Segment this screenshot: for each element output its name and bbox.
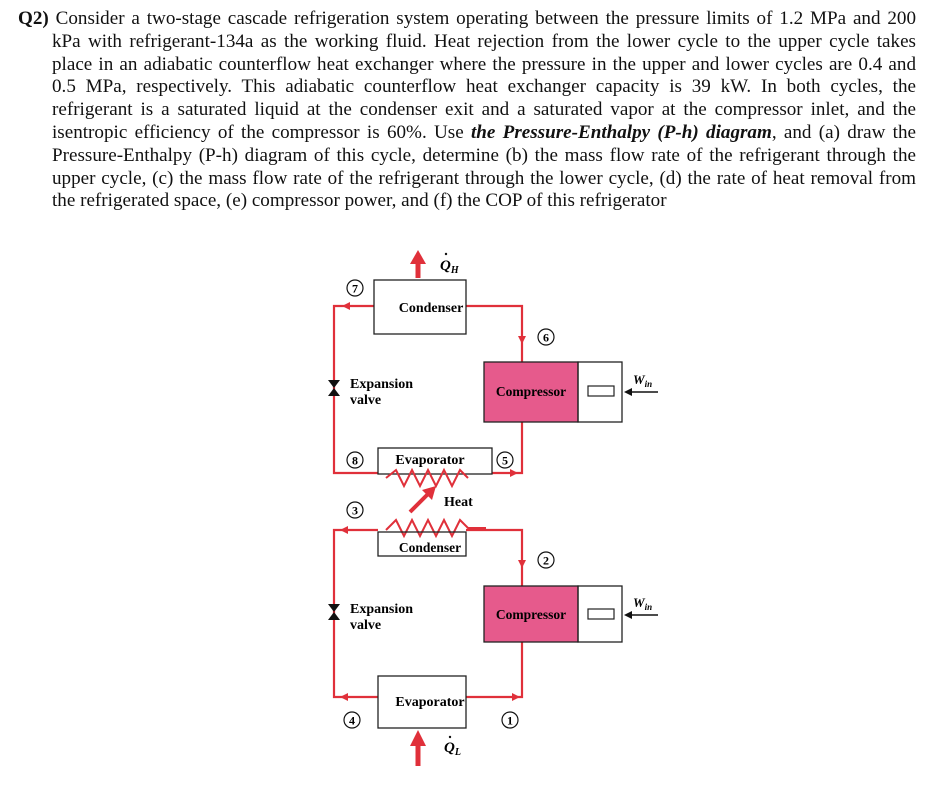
heat-arrow: [408, 486, 436, 514]
hx-upper-coil: [385, 467, 469, 489]
qh-dot: [444, 252, 448, 256]
svg-text:8: 8: [352, 454, 358, 468]
svg-text:4: 4: [349, 714, 355, 728]
state-3: 3: [346, 501, 364, 519]
upper-win-label: Win: [633, 372, 652, 389]
upper-compressor-label: Compressor: [496, 384, 566, 399]
lower-win-label: Win: [633, 595, 652, 612]
state-markers: 7 6 8 5 3 2 4 1: [343, 279, 555, 729]
lower-evaporator-label: Evaporator: [395, 695, 464, 710]
qh-label: QH: [440, 258, 460, 276]
lower-expansion-label-1: Expansion: [350, 602, 413, 617]
svg-text:2: 2: [543, 554, 549, 568]
hx-evaporator-box: [377, 447, 493, 475]
qh-symbol: Q: [440, 258, 451, 274]
question-text: Q2) Consider a two-stage cascade refrige…: [18, 8, 916, 213]
svg-text:1: 1: [507, 714, 513, 728]
upper-expansion-valve-icon: [328, 380, 340, 396]
qh-subscript: H: [450, 265, 460, 276]
hx-condenser-box: [377, 531, 467, 557]
ql-subscript: L: [454, 747, 461, 758]
question-text-part2: , and (a) draw the Pressure-Enthalpy (P-…: [52, 121, 916, 212]
lower-win-symbol: W: [633, 595, 646, 610]
svg-text:7: 7: [352, 282, 358, 296]
upper-expansion-label-1: Expansion: [350, 377, 413, 392]
hx-condenser-label: Condenser: [399, 540, 461, 555]
lower-evaporator-box: [377, 675, 467, 729]
svg-text:3: 3: [352, 504, 358, 518]
lower-expansion-valve-icon: [328, 604, 340, 620]
state-4: 4: [343, 711, 361, 729]
svg-text:6: 6: [543, 331, 549, 345]
state-7: 7: [346, 279, 364, 297]
upper-win-arrow: [624, 388, 658, 396]
state-5: 5: [496, 451, 514, 469]
qh-arrow: [410, 250, 426, 278]
hx-heat-label: Heat: [444, 495, 473, 510]
lower-shaft: [587, 608, 615, 620]
lower-compressor-box: [483, 585, 579, 643]
upper-shaft: [587, 385, 615, 397]
state-2: 2: [537, 551, 555, 569]
ql-symbol: Q: [444, 740, 455, 756]
question-emphasis: the Pressure-Enthalpy (P-h) diagram: [470, 121, 772, 143]
hx-evaporator-label: Evaporator: [395, 453, 464, 468]
state-6: 6: [537, 328, 555, 346]
question-number: Q2): [18, 8, 49, 29]
ql-dot: [448, 735, 452, 739]
upper-condenser-box: [373, 279, 467, 335]
upper-shaft-housing: [577, 361, 623, 423]
svg-text:5: 5: [502, 454, 508, 468]
question-text-part1: Consider a two-stage cascade refrigerati…: [48, 8, 916, 143]
lower-compressor-label: Compressor: [496, 607, 566, 622]
ql-label: QL: [444, 740, 461, 758]
state-1: 1: [501, 711, 519, 729]
flow-arrows: [340, 302, 526, 701]
upper-win-symbol: W: [633, 372, 646, 387]
upper-compressor-box: [483, 361, 579, 423]
upper-expansion-label-2: valve: [350, 393, 381, 408]
ql-arrow: [410, 730, 426, 766]
state-8: 8: [346, 451, 364, 469]
lower-shaft-housing: [577, 585, 623, 643]
lower-expansion-label-2: valve: [350, 618, 381, 633]
lower-win-arrow: [624, 611, 658, 619]
lower-win-subscript: in: [645, 602, 653, 612]
upper-win-subscript: in: [645, 379, 653, 389]
hx-lower-coil: [385, 517, 486, 539]
upper-condenser-label: Condenser: [399, 301, 464, 316]
